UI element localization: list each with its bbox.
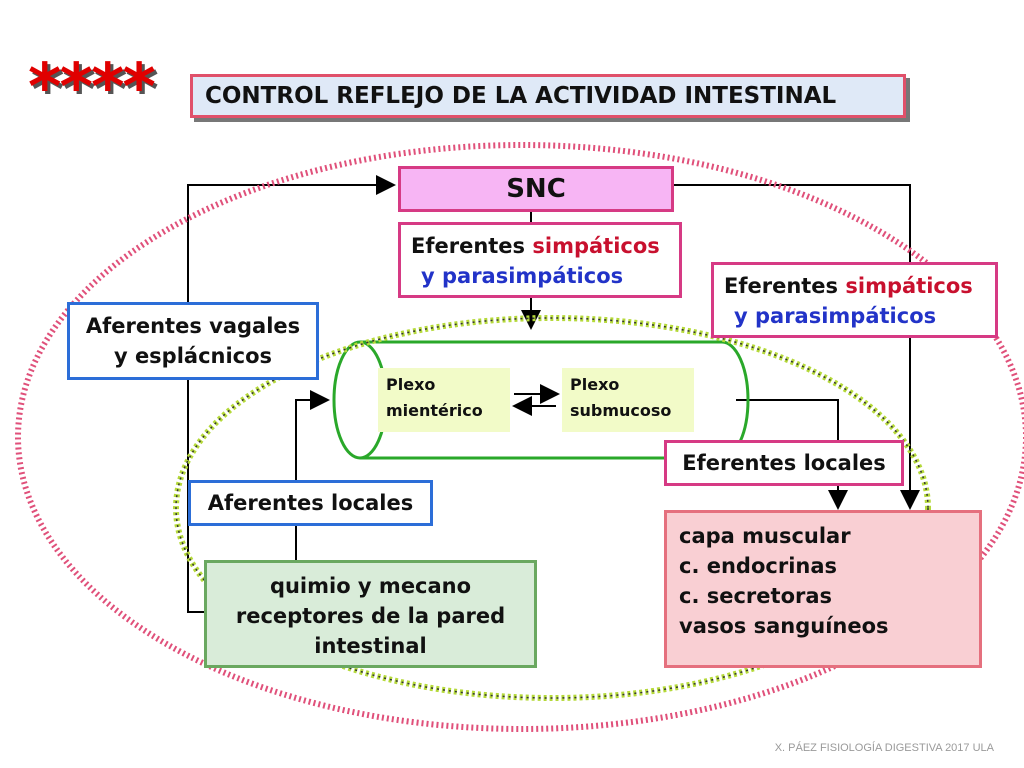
- receptors-line3: intestinal: [314, 634, 427, 658]
- sympathetic-label: simpáticos: [532, 234, 660, 258]
- afferent-loop-line: [187, 175, 396, 613]
- efferents-word: Eferentes: [724, 274, 839, 298]
- effector-item: c. endocrinas: [679, 554, 838, 578]
- vagal-afferents-line2: y esplácnicos: [113, 344, 273, 368]
- myenteric-plexus-line1: Plexo: [386, 375, 436, 394]
- receptors-line1: quimio y mecano: [269, 574, 472, 598]
- parasympathetic-label: y parasimpáticos: [734, 304, 937, 328]
- myenteric-plexus-box: Plexo mientérico: [378, 368, 510, 432]
- myenteric-plexus-line2: mientérico: [386, 401, 483, 420]
- rating-stars: ****: [28, 51, 156, 125]
- receptors-box: quimio y mecano receptores de la pared i…: [204, 560, 537, 668]
- efferent-loop-line: [674, 184, 920, 510]
- efferents-word: Eferentes: [411, 234, 526, 258]
- footer-credit: X. PÁEZ FISIOLOGÍA DIGESTIVA 2017 ULA: [774, 742, 994, 754]
- sympathetic-label: simpáticos: [845, 274, 973, 298]
- local-afferents-box: Aferentes locales: [188, 480, 433, 526]
- receptors-line2: receptores de la pared: [235, 604, 506, 628]
- effectors-box: capa muscular c. endocrinas c. secretora…: [664, 510, 982, 668]
- efferents-center-box: Eferentes simpáticos y parasimpáticos: [398, 222, 682, 298]
- effector-item: capa muscular: [679, 524, 851, 548]
- submucosal-plexus-line2: submucoso: [570, 401, 672, 420]
- slide-title: CONTROL REFLEJO DE LA ACTIVIDAD INTESTIN…: [190, 74, 906, 118]
- local-efferents-box: Eferentes locales: [664, 440, 904, 486]
- submucosal-plexus-box: Plexo submucoso: [562, 368, 694, 432]
- snc-box: SNC: [398, 166, 674, 212]
- parasympathetic-label: y parasimpáticos: [421, 264, 624, 288]
- vagal-afferents-box: Aferentes vagales y esplácnicos: [67, 302, 319, 380]
- vagal-afferents-line1: Aferentes vagales: [85, 314, 301, 338]
- submucosal-plexus-line1: Plexo: [570, 375, 620, 394]
- effector-item: c. secretoras: [679, 584, 833, 608]
- outer-reflex-ellipse: [15, 142, 1024, 732]
- effector-item: vasos sanguíneos: [679, 614, 889, 638]
- efferents-right-box: Eferentes simpáticos y parasimpáticos: [711, 262, 998, 338]
